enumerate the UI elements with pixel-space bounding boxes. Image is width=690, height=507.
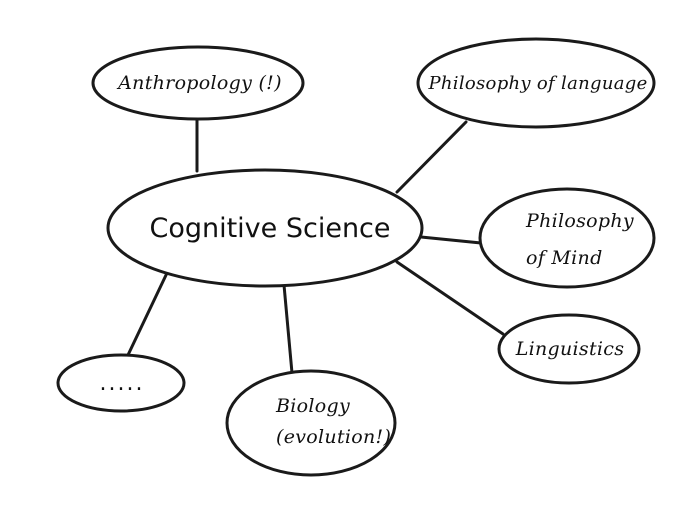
- node-linguistics: Linguistics: [497, 313, 641, 385]
- node-linguistics-label: Linguistics: [515, 338, 625, 360]
- node-philosophy-of-mind-ellipse: [478, 187, 656, 289]
- node-linguistics-ellipse: [497, 313, 641, 385]
- node-biology-label-line-2: (evolution!): [276, 426, 391, 448]
- node-more-ellipse: [56, 353, 186, 413]
- center-node: Cognitive Science: [106, 168, 424, 288]
- edge-biology: [282, 283, 294, 375]
- node-philosophy-of-mind-label-line-1: Philosophy: [525, 210, 634, 232]
- node-philosophy-of-mind-label-line-2: of Mind: [526, 247, 603, 269]
- node-more-label: .....: [100, 371, 145, 396]
- edge-more: [126, 271, 169, 357]
- node-philosophy-of-mind: Philosophy of Mind: [478, 187, 656, 289]
- edges: [126, 116, 505, 375]
- node-philosophy-of-language: Philosophy of language: [416, 37, 656, 129]
- node-biology: Biology (evolution!): [225, 369, 397, 477]
- node-anthropology-label: Anthropology (!): [116, 72, 282, 94]
- center-node-label: Cognitive Science: [149, 213, 390, 244]
- node-biology-ellipse: [225, 369, 397, 477]
- node-biology-label-line-1: Biology: [275, 395, 350, 417]
- node-anthropology: Anthropology (!): [91, 45, 305, 121]
- edge-philosophy-of-language: [395, 120, 468, 194]
- center-node-ellipse: [106, 168, 424, 288]
- node-philosophy-of-language-ellipse: [416, 37, 656, 129]
- edge-linguistics: [395, 260, 505, 336]
- edge-philosophy-of-mind: [419, 235, 483, 245]
- node-more: .....: [56, 353, 186, 413]
- node-philosophy-of-language-label: Philosophy of language: [427, 73, 647, 94]
- node-anthropology-ellipse: [91, 45, 305, 121]
